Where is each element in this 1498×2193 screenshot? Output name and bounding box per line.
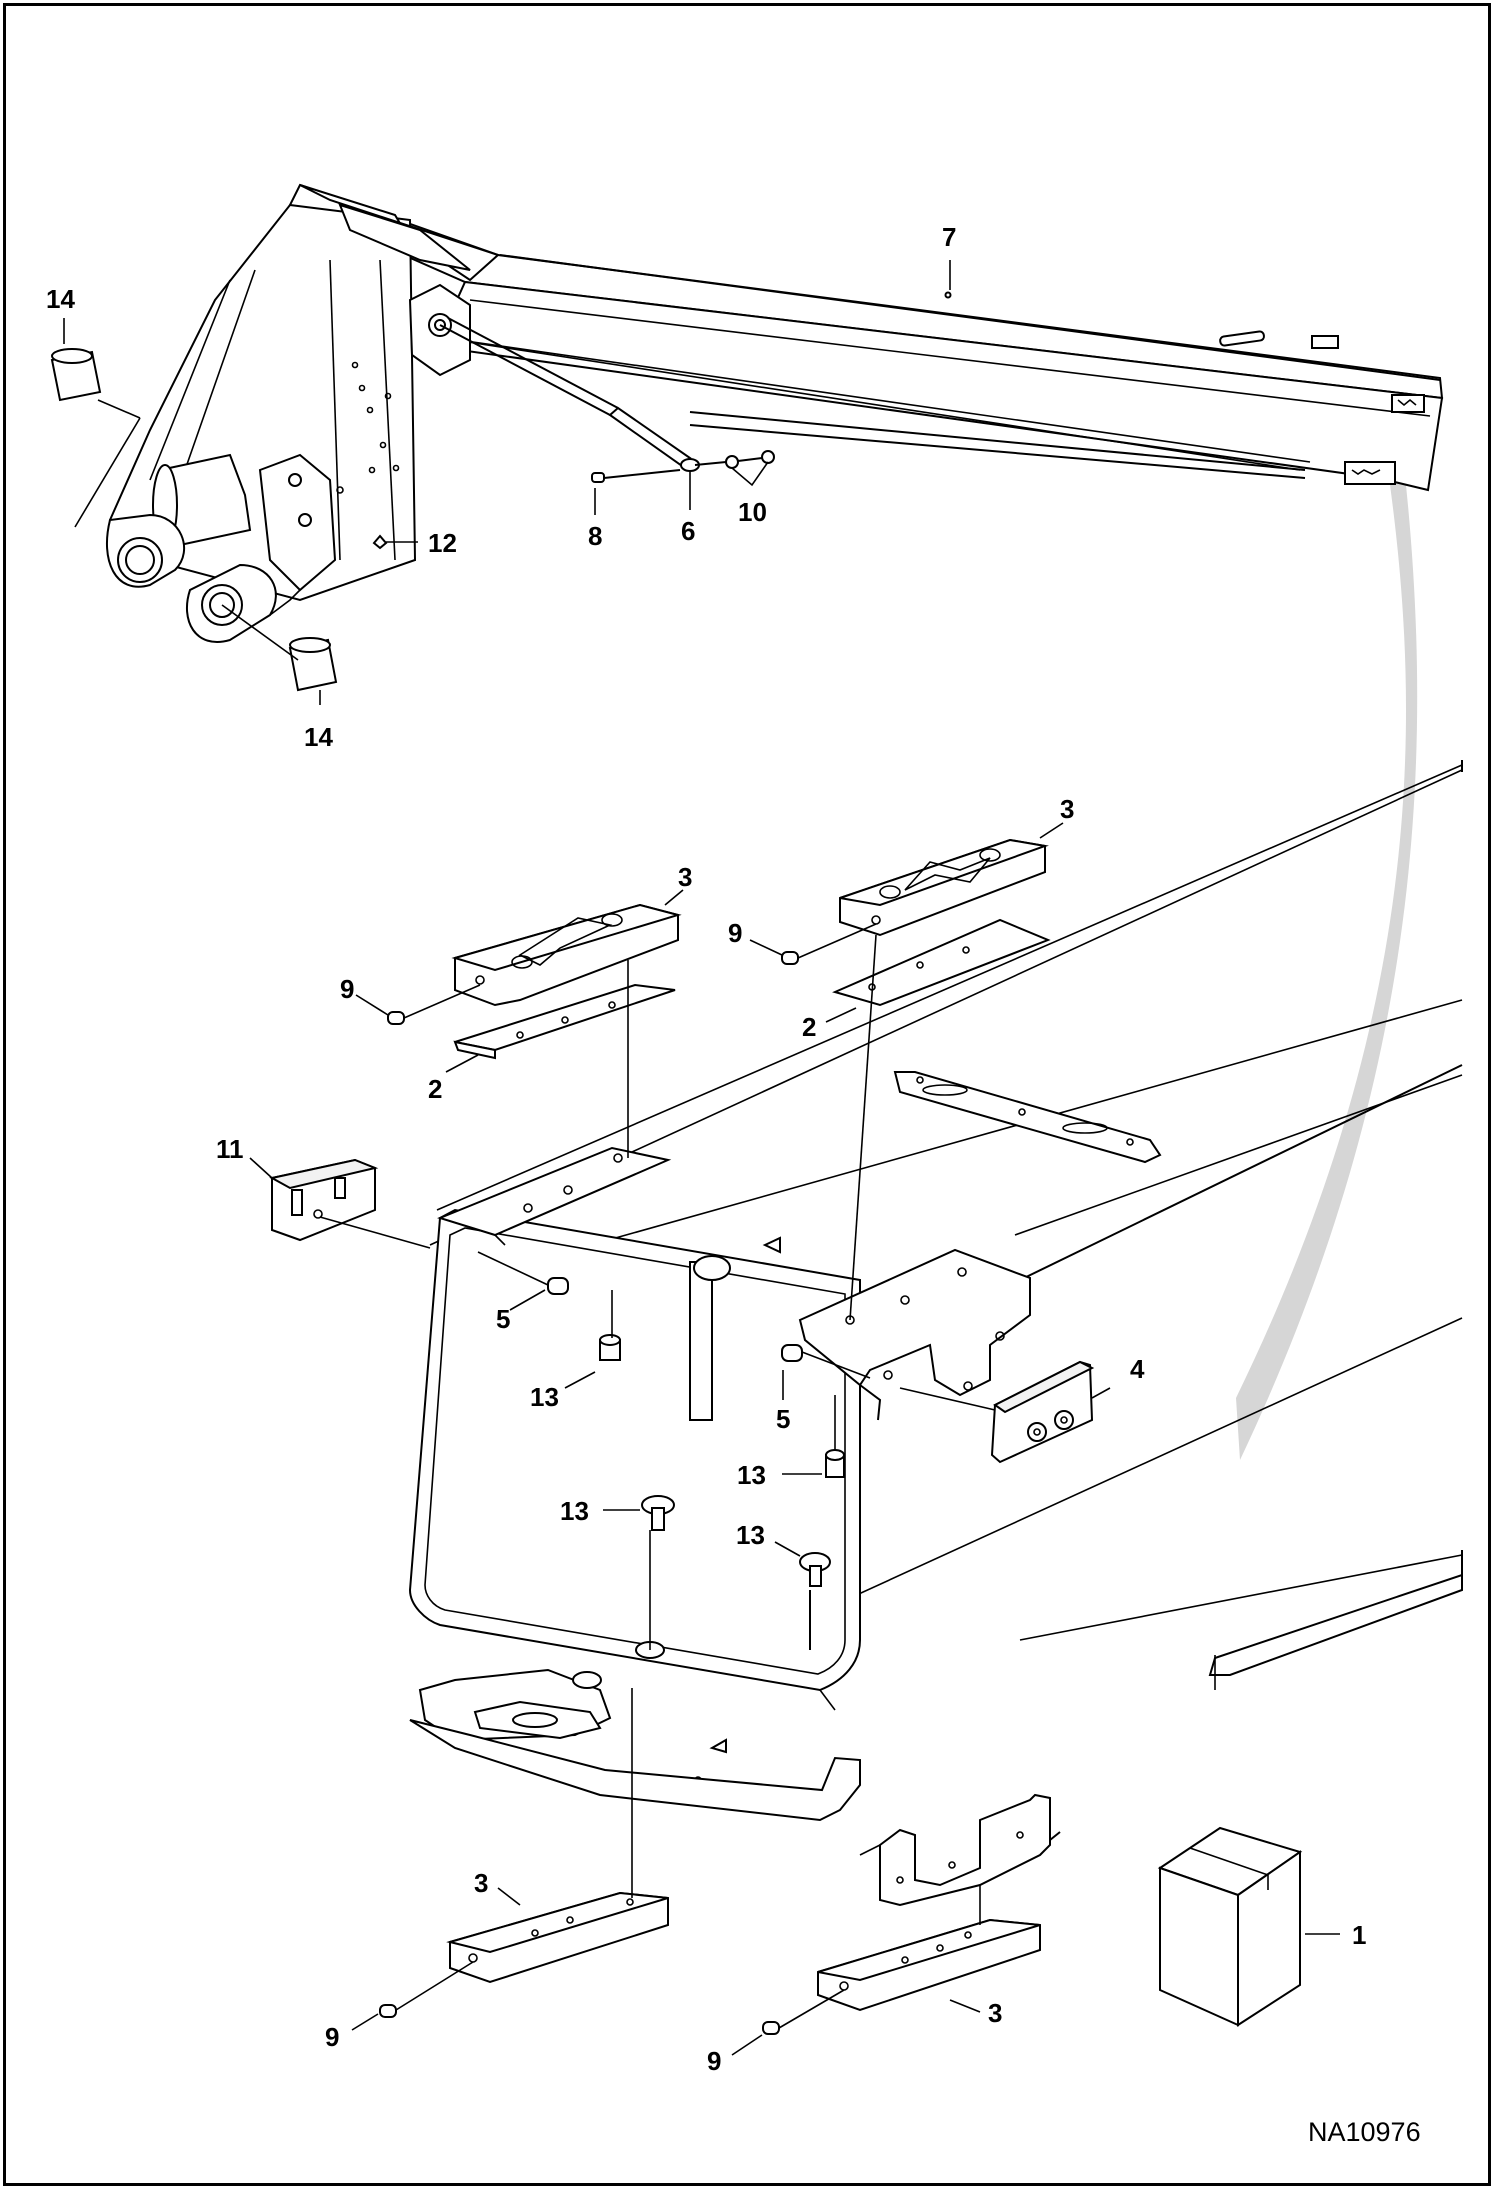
callout-2-left: 2 (428, 1074, 442, 1104)
rod-end (439, 317, 700, 472)
callout-9-lower-right: 9 (707, 2046, 721, 2076)
bushing-14-lower (221, 604, 338, 692)
screw-5-b (781, 1344, 871, 1379)
bolt-13-a (599, 1290, 621, 1361)
callout-14-upper: 14 (46, 284, 75, 314)
callout-2-right: 2 (802, 1012, 816, 1042)
frame-assembly (408, 760, 1463, 1907)
screw-9-b (781, 923, 877, 965)
screw-9-d (762, 1989, 845, 2035)
bushing-14-upper (50, 348, 141, 528)
callout-3-upper-left: 3 (678, 862, 692, 892)
callout-leaders (63, 260, 1340, 2056)
bolt-13-d (799, 1552, 831, 1650)
shim-2-left (453, 983, 676, 1060)
callout-4: 4 (1130, 1354, 1145, 1384)
reference-code: NA10976 (1308, 2117, 1421, 2147)
slotted-plate (893, 1071, 1162, 1164)
nuts-10 (694, 450, 775, 469)
block-4 (899, 1360, 1095, 1464)
callout-9-upper-right: 9 (728, 918, 742, 948)
boom-assembly (105, 183, 1444, 643)
callout-10: 10 (738, 497, 767, 527)
shim-2-right (832, 918, 1051, 1007)
callout-6: 6 (681, 516, 695, 546)
callout-3-lower-right: 3 (988, 1998, 1002, 2028)
callout-5-right: 5 (776, 1404, 790, 1434)
connector-band (1236, 466, 1418, 1460)
callout-13-c: 13 (560, 1496, 589, 1526)
callout-8: 8 (588, 521, 602, 551)
callout-3-upper-right: 3 (1060, 794, 1074, 824)
leader-pad-right (849, 934, 877, 1321)
callout-13-b: 13 (737, 1460, 766, 1490)
pad-3-lower-right (817, 1918, 1041, 2012)
callout-3-lower-left: 3 (474, 1868, 488, 1898)
pad-3-upper-right (839, 838, 1049, 937)
kit-box-1 (1157, 1826, 1303, 2027)
callout-13-a: 13 (530, 1382, 559, 1412)
screw-5-a (477, 1251, 569, 1295)
callout-12: 12 (428, 528, 457, 558)
callout-9-upper-left: 9 (340, 974, 354, 1004)
drawing-border (3, 3, 1491, 2186)
screw-9-c (379, 1961, 474, 2018)
callout-7: 7 (942, 222, 956, 252)
callout-13-d: 13 (736, 1520, 765, 1550)
callout-9-lower-left: 9 (325, 2022, 339, 2052)
pad-3-lower-left (446, 1891, 669, 1984)
fitting-12 (372, 534, 388, 550)
callout-11: 11 (216, 1134, 244, 1164)
screw-9-a (387, 984, 481, 1025)
callout-1: 1 (1352, 1920, 1366, 1950)
callout-14-lower: 14 (304, 722, 333, 752)
block-11 (269, 1158, 431, 1249)
bolt-13-c (641, 1495, 675, 1650)
callout-5-left: 5 (496, 1304, 510, 1334)
bolt-13-b (825, 1395, 845, 1478)
bolt-8 (591, 469, 681, 483)
